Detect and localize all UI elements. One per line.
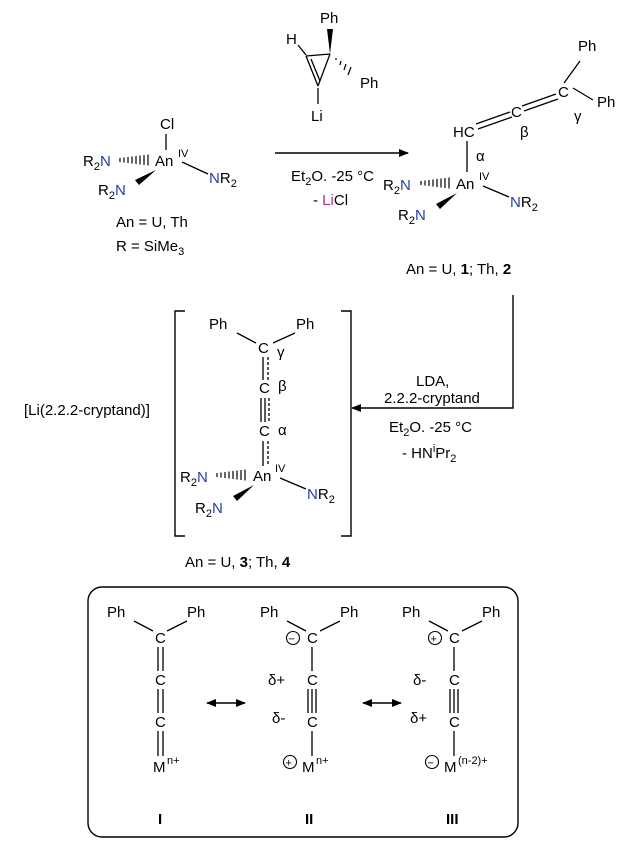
svg-text:δ-: δ-	[413, 672, 426, 689]
svg-text:C: C	[449, 672, 460, 689]
phenyl-b: Ph	[296, 316, 314, 333]
svg-text:n+: n+	[167, 755, 180, 767]
amide-left: R2N	[180, 469, 208, 489]
reaction-arrow-2	[351, 295, 514, 412]
svg-text:M: M	[302, 759, 315, 776]
lithium-label: Li	[311, 108, 323, 125]
hashed-bond-left	[119, 154, 149, 166]
step1-conditions: Et2O. -25 °C	[291, 168, 374, 188]
step2-conditions: Et2O. -25 °C	[389, 419, 472, 439]
phenyl-right: Ph	[360, 75, 378, 92]
hydrogen-label: H	[286, 31, 297, 48]
amide-left: R2N	[383, 177, 411, 197]
amide-right: NR2	[510, 194, 538, 214]
oxidation-state: IV	[479, 171, 490, 183]
bracket-right	[341, 310, 352, 537]
svg-text:Ph: Ph	[260, 604, 278, 621]
resonance-box	[87, 586, 519, 838]
svg-text:Ph: Ph	[107, 604, 125, 621]
an-n-bond-right	[181, 161, 209, 175]
allene-ch-alpha: HC	[453, 124, 475, 141]
svg-text:C: C	[307, 630, 318, 647]
gamma-label: γ	[574, 108, 582, 125]
svg-text:−: −	[289, 634, 295, 646]
resonance-form-iii: Ph Ph + C δ- C δ+ C − M (n-2)+ III	[402, 604, 500, 828]
gamma-label: γ	[277, 344, 285, 361]
metal-label: An	[253, 468, 271, 485]
caption-r: R = SiMe3	[116, 238, 184, 258]
alpha-label: α	[278, 422, 287, 439]
label-form-ii: II	[305, 811, 313, 828]
amide-left: R2N	[83, 153, 111, 173]
chloride-label: Cl	[160, 116, 174, 133]
svg-text:n+: n+	[316, 755, 329, 767]
svg-text:C: C	[155, 672, 166, 689]
amide-lower: R2N	[98, 182, 126, 202]
svg-text:C: C	[307, 714, 318, 731]
svg-text:δ+: δ+	[268, 672, 285, 689]
svg-text:M: M	[444, 759, 457, 776]
step1-byproduct: - LiCl	[313, 192, 348, 209]
cation-label: [Li(2.2.2-cryptand)]	[24, 402, 150, 419]
step2-reagent: LDA,	[416, 373, 449, 390]
svg-text:C: C	[449, 714, 460, 731]
oxidation-state: IV	[178, 148, 189, 160]
caption-compounds-3-4: An = U, 3; Th, 4	[185, 554, 291, 571]
svg-text:C: C	[449, 630, 460, 647]
svg-text:−: −	[428, 758, 434, 770]
starting-complex: Cl An IV R2N NR2 R2N An = U, Th R = SiMe…	[83, 116, 237, 258]
svg-text:C: C	[155, 714, 166, 731]
svg-text:+: +	[286, 758, 292, 770]
phenyl-a: Ph	[578, 38, 596, 55]
chain-c-beta: C	[259, 380, 270, 397]
caption-compounds-1-2: An = U, 1; Th, 2	[406, 261, 511, 278]
label-form-iii: III	[446, 811, 459, 828]
chain-c-alpha: C	[259, 423, 270, 440]
step2-cryptand: 2.2.2-cryptand	[384, 390, 480, 407]
allenyl-complex: Ph Ph C γ C β HC α An IV R2N NR2 R2N An …	[383, 38, 615, 278]
amide-right: NR2	[307, 486, 335, 506]
alpha-label: α	[476, 148, 485, 165]
svg-text:Ph: Ph	[340, 604, 358, 621]
resonance-form-ii: Ph Ph − C δ+ C δ- C + M n+ II	[260, 604, 358, 828]
metal-label: An	[155, 153, 173, 170]
svg-text:δ+: δ+	[410, 710, 427, 727]
svg-text:δ-: δ-	[272, 710, 285, 727]
caption-an: An = U, Th	[116, 214, 188, 231]
svg-text:M: M	[153, 759, 166, 776]
amide-lower: R2N	[398, 207, 426, 227]
svg-text:C: C	[155, 630, 166, 647]
svg-text:Ph: Ph	[482, 604, 500, 621]
beta-label: β	[520, 124, 529, 141]
bracket-left	[174, 310, 185, 537]
svg-text:Ph: Ph	[187, 604, 205, 621]
phenyl-top: Ph	[320, 10, 338, 27]
beta-label: β	[278, 378, 287, 395]
cyclopropenyl-lithium: Ph Ph H Li	[286, 10, 378, 125]
step2-byproduct: - HNiPr2	[402, 443, 456, 465]
metal-label: An	[456, 176, 474, 193]
svg-text:C: C	[307, 672, 318, 689]
oxidation-state: IV	[275, 463, 286, 475]
svg-text:Ph: Ph	[402, 604, 420, 621]
resonance-form-i: Ph Ph C C C M n+ I	[107, 604, 205, 828]
phenyl-b: Ph	[597, 94, 615, 111]
phenyl-a: Ph	[209, 316, 227, 333]
label-form-i: I	[158, 811, 162, 828]
amide-right: NR2	[209, 170, 237, 190]
allenylidene-anion: [Li(2.2.2-cryptand)] Ph Ph C γ C β C α A…	[24, 310, 352, 571]
amide-lower: R2N	[195, 500, 223, 520]
svg-text:+: +	[431, 634, 437, 646]
wedge-bond-lower	[135, 170, 156, 185]
allene-c-gamma: C	[558, 84, 569, 101]
svg-text:(n-2)+: (n-2)+	[458, 755, 488, 767]
chain-c-gamma: C	[258, 340, 269, 357]
allene-c-beta: C	[511, 104, 522, 121]
